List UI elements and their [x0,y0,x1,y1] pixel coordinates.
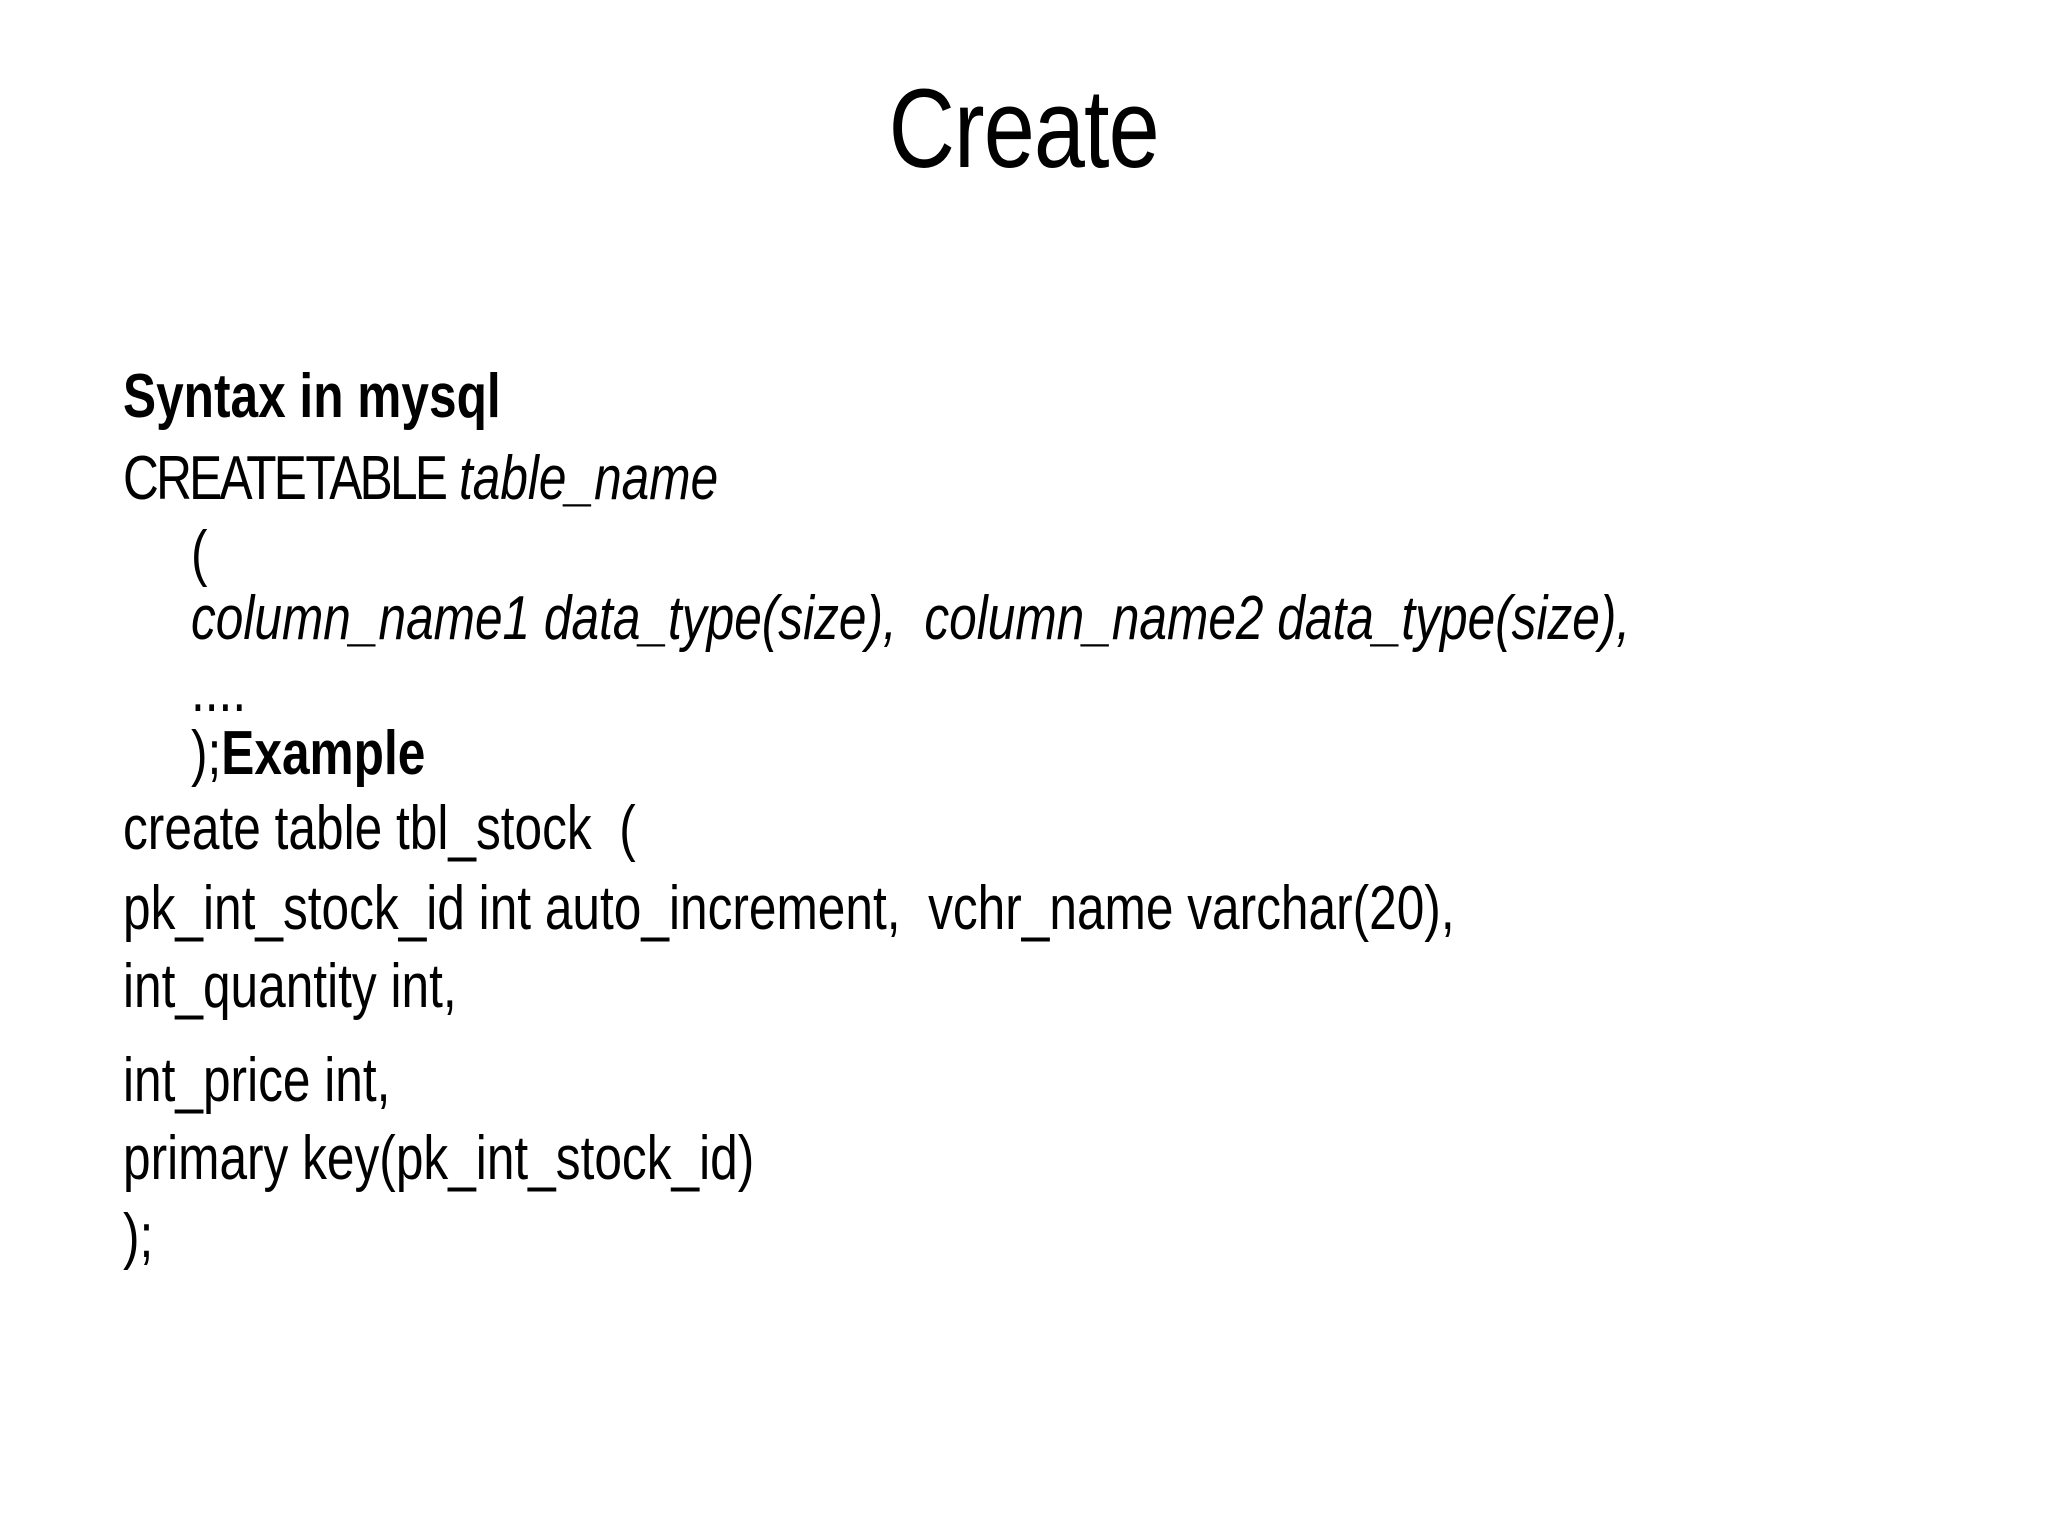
line-text: int_price int, [123,1042,390,1120]
body-line: pk_int_stock_id int auto_increment, vchr… [123,870,2023,948]
line-text: column_name1 data_type(size), column_nam… [191,580,1630,658]
text-segment: int_price int, [123,1046,391,1115]
text-segment: Syntax in mysql [123,362,501,431]
body-line: primary key(pk_int_stock_id) [123,1120,2023,1198]
text-segment: ); [191,719,222,788]
line-text: );Example [191,715,425,793]
text-segment: pk_int_stock_id int auto_increment, vchr… [123,874,1455,943]
line-text: pk_int_stock_id int auto_increment, vchr… [123,870,1455,948]
text-segment: Example [221,719,426,788]
text-segment: .... [191,656,247,725]
text-segment: ( [191,519,208,588]
body-line: int_price int, [123,1042,2023,1120]
body-line: Syntax in mysql [123,358,2023,436]
body-line: CREATE TABLE table_name [123,440,2023,518]
line-text: .... [191,652,246,730]
body-line: .... [123,652,2023,730]
body-line: int_quantity int, [123,948,2023,1026]
text-segment: ); [123,1202,154,1271]
text-segment: primary key(pk_int_stock_id) [123,1124,755,1193]
body-line: column_name1 data_type(size), column_nam… [123,580,2023,658]
text-segment: create table tbl_stock ( [123,794,636,863]
body-line: create table tbl_stock ( [123,790,2023,868]
body-line: ( [123,515,2023,593]
body-line: );Example [123,715,2023,793]
text-segment: int_quantity int, [123,952,457,1021]
line-text: CREATE TABLE table_name [123,440,718,518]
text-segment: table_name [445,444,719,513]
line-text: create table tbl_stock ( [123,790,636,868]
text-segment: column_name1 data_type(size), column_nam… [191,584,1631,653]
line-text: int_quantity int, [123,948,457,1026]
text-segment: CREATE TABLE [123,444,448,513]
slide-title-area: Create [0,62,2048,196]
line-text: Syntax in mysql [123,358,501,436]
line-text: ( [191,515,208,593]
body-line: ); [123,1198,2023,1276]
line-text: primary key(pk_int_stock_id) [123,1120,754,1198]
slide-title: Create [888,66,1160,191]
line-text: ); [123,1198,153,1276]
